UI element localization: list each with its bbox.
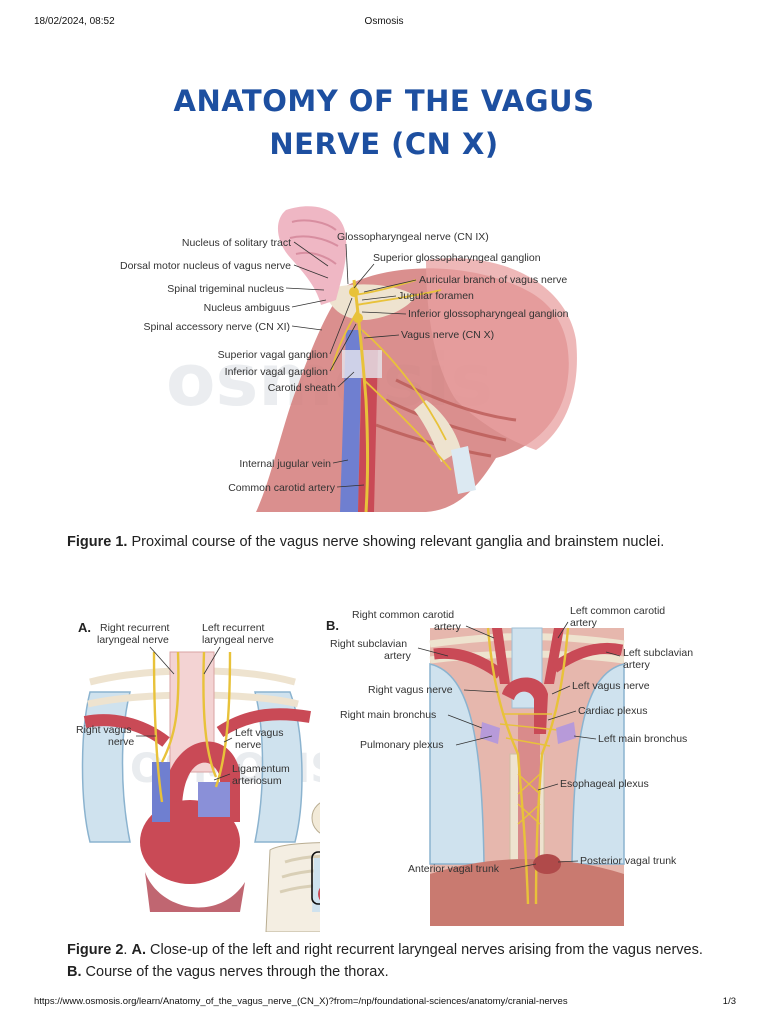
label-right-vagus-a-2: nerve xyxy=(108,736,134,748)
label-carotid-sheath: Carotid sheath xyxy=(268,382,336,394)
label-cardiac-plexus: Cardiac plexus xyxy=(578,705,647,717)
label-left-recurrent-2: laryngeal nerve xyxy=(202,634,274,646)
label-jugular-foramen: Jugular foramen xyxy=(398,290,474,302)
label-left-vagus-a-2: nerve xyxy=(235,739,261,751)
label-left-common-carotid-1: Left common carotid xyxy=(570,605,665,617)
label-right-recurrent-1: Right recurrent xyxy=(100,622,170,634)
torso-heart xyxy=(318,887,320,901)
brainstem-shape xyxy=(277,206,347,305)
label-right-vagus-a-1: Right vagus xyxy=(76,724,131,736)
vagus-nerves-2b xyxy=(486,627,570,905)
figure-2-caption-label: Figure 2 xyxy=(67,942,124,958)
figure-2-caption-a-text: Close-up of the left and right recurrent… xyxy=(145,942,703,958)
panel-a-letter: A. xyxy=(78,620,91,635)
label-left-vagus-b: Left vagus nerve xyxy=(572,680,650,692)
label-vagus-nerve: Vagus nerve (CN X) xyxy=(401,329,494,341)
label-ligamentum-2: arteriosum xyxy=(232,775,282,787)
label-spinal-trigeminal: Spinal trigeminal nucleus xyxy=(167,283,284,295)
common-carotids-2b xyxy=(492,628,564,684)
superior-vagal-ganglion xyxy=(349,287,359,297)
label-right-common-carotid-1: Right common carotid xyxy=(352,609,454,621)
torso-heart-lungs xyxy=(312,858,320,912)
brainstem-folds xyxy=(289,219,339,265)
label-esophageal-plexus: Esophageal plexus xyxy=(560,778,649,790)
figure-1-labels-right: Glossopharyngeal nerve (CN IX) Superior … xyxy=(337,231,569,341)
figure-1-labels-left: Nucleus of solitary tract Dorsal motor n… xyxy=(120,237,365,494)
page-title-line-2: NERVE (CN X) xyxy=(269,127,499,161)
torso-ribs xyxy=(279,854,320,894)
figure-2a-svg: OSMOSIS A. Right recurrent laryngeal ner… xyxy=(76,620,320,932)
label-dorsal-motor: Dorsal motor nucleus of vagus nerve xyxy=(120,260,291,272)
inferior-vagal-ganglion xyxy=(353,313,363,323)
plexus-network-2b xyxy=(499,713,559,825)
label-posterior-vagal-trunk: Posterior vagal trunk xyxy=(580,855,677,867)
right-lung-shape xyxy=(254,691,303,843)
figure-2b-illustration: B. Right common carotid artery Left comm… xyxy=(322,604,704,930)
focus-box xyxy=(311,851,320,905)
esophagus-2b xyxy=(518,714,540,894)
head-skin-shape xyxy=(426,258,577,450)
figure-2a-illustration: OSMOSIS A. Right recurrent laryngeal ner… xyxy=(70,612,320,932)
figure-1-illustration: osmosis Nucleus of solitary tract Dorsal… xyxy=(96,200,596,512)
label-nucleus-solitary: Nucleus of solitary tract xyxy=(182,237,291,249)
label-left-main-bronchus: Left main bronchus xyxy=(598,733,687,745)
figure-2-caption-sep: . xyxy=(123,942,132,958)
print-page-number: 1/3 xyxy=(722,996,736,1007)
label-inferior-glosso: Inferior glossopharyngeal ganglion xyxy=(408,308,569,320)
subclavian-arteries xyxy=(83,708,311,747)
page-title: ANATOMY OF THE VAGUS NERVE (CN X) xyxy=(0,80,768,166)
label-superior-vagal: Superior vagal ganglion xyxy=(218,349,328,361)
pulmonary-trunk xyxy=(198,782,230,817)
skeleton-inset xyxy=(265,802,320,932)
figure-1-caption: Figure 1. Proximal course of the vagus n… xyxy=(67,531,707,553)
panel-b-letter: B. xyxy=(326,618,339,633)
label-right-subclavian-1: Right subclavian xyxy=(330,638,407,650)
label-internal-jugular: Internal jugular vein xyxy=(239,458,331,470)
aorta-2b xyxy=(502,677,548,734)
esophagus-hiatus xyxy=(533,854,561,874)
label-nucleus-ambiguus: Nucleus ambiguus xyxy=(204,302,290,314)
figure-2b-svg: B. Right common carotid artery Left comm… xyxy=(326,605,693,926)
label-auricular: Auricular branch of vagus nerve xyxy=(419,274,567,286)
label-right-main-bronchus: Right main bronchus xyxy=(340,709,436,721)
figure-2-caption-b-text: Course of the vagus nerves through the t… xyxy=(81,964,389,980)
label-inferior-vagal: Inferior vagal ganglion xyxy=(225,366,328,378)
print-footer: https://www.osmosis.org/learn/Anatomy_of… xyxy=(0,996,768,1010)
label-right-subclavian-2: artery xyxy=(384,650,412,662)
skull-icon xyxy=(311,802,320,834)
label-left-vagus-a-1: Left vagus xyxy=(235,727,283,739)
label-spinal-accessory: Spinal accessory nerve (CN XI) xyxy=(144,321,290,333)
figure-2-caption-b-label: B. xyxy=(67,964,82,980)
lungs-2b xyxy=(429,663,625,865)
label-pulmonary-plexus: Pulmonary plexus xyxy=(360,739,443,751)
figure-1-caption-text: Proximal course of the vagus nerve showi… xyxy=(127,534,665,550)
label-left-subclavian-2: artery xyxy=(623,659,651,671)
bronchi-2b xyxy=(480,722,576,744)
figure-1-caption-label: Figure 1. xyxy=(67,534,128,550)
label-left-recurrent-1: Left recurrent xyxy=(202,622,265,634)
label-right-common-carotid-2: artery xyxy=(434,621,462,633)
hyoid-cartilage xyxy=(451,446,476,494)
print-datetime: 18/02/2024, 08:52 xyxy=(34,16,115,27)
print-header: 18/02/2024, 08:52 Osmosis xyxy=(0,16,768,30)
label-left-common-carotid-2: artery xyxy=(570,617,598,629)
label-common-carotid: Common carotid artery xyxy=(228,482,336,494)
figure-2-caption: Figure 2. A. Close-up of the left and ri… xyxy=(67,939,707,983)
vagus-nerves-2a xyxy=(152,651,232,803)
label-right-vagus-b: Right vagus nerve xyxy=(368,684,453,696)
label-glossopharyngeal: Glossopharyngeal nerve (CN IX) xyxy=(337,231,489,243)
heart-lower xyxy=(145,872,245,912)
print-site-title: Osmosis xyxy=(364,16,404,27)
label-anterior-vagal-trunk: Anterior vagal trunk xyxy=(408,863,500,875)
label-right-recurrent-2: laryngeal nerve xyxy=(97,634,169,646)
figure-1-svg: osmosis Nucleus of solitary tract Dorsal… xyxy=(120,206,577,512)
label-left-subclavian-1: Left subclavian xyxy=(623,647,693,659)
figure-2-caption-a-label: A. xyxy=(131,942,146,958)
page-title-line-1: ANATOMY OF THE VAGUS xyxy=(173,84,595,118)
label-ligamentum-1: Ligamentum xyxy=(232,763,290,775)
nerve-branches xyxy=(331,279,452,471)
vertebra-bone xyxy=(414,400,461,462)
label-superior-glosso: Superior glossopharyngeal ganglion xyxy=(373,252,541,264)
print-url: https://www.osmosis.org/learn/Anatomy_of… xyxy=(34,996,568,1007)
